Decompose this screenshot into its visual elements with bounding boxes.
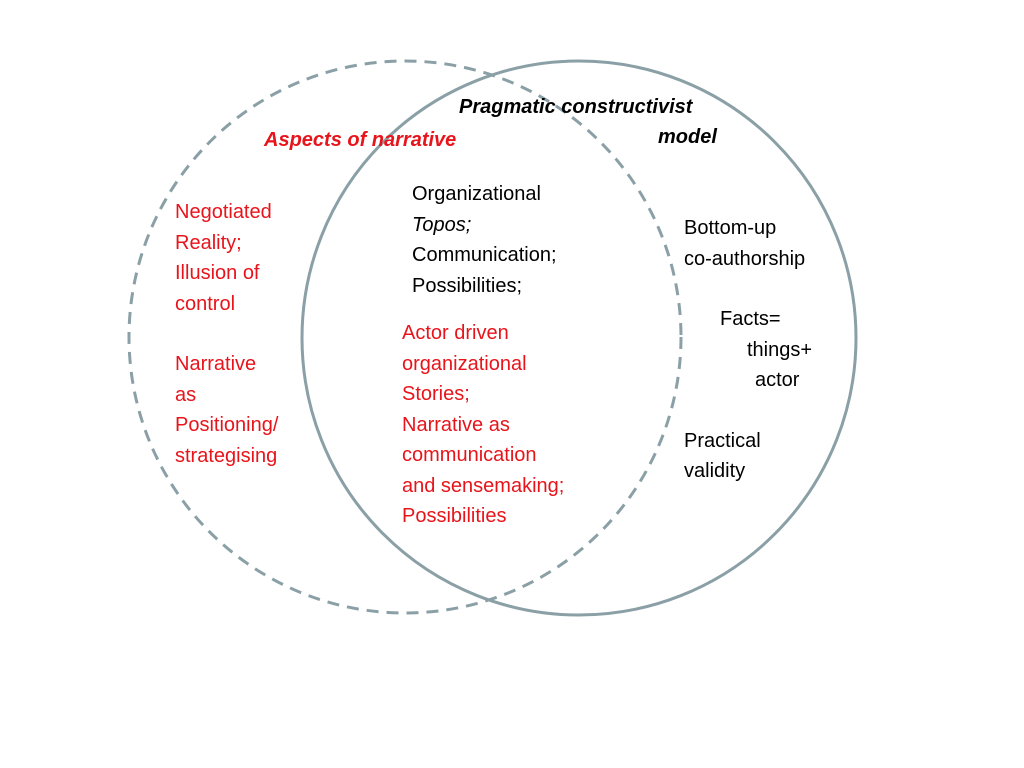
- overlap-top-text: Organizational Topos; Communication; Pos…: [412, 179, 557, 301]
- overlap-top-line: Organizational: [412, 183, 541, 205]
- right-text-line: validity: [684, 460, 746, 482]
- overlap-bottom-line: communication: [402, 444, 537, 466]
- pragmatic-title-line-2: model: [658, 126, 717, 148]
- aspects-of-narrative-circle: [127, 59, 683, 615]
- left-region-text: Negotiated Reality; Illusion of control …: [175, 197, 278, 471]
- pragmatic-constructivist-title: Pragmatic constructivist model: [459, 92, 717, 152]
- overlap-bottom-line: and sensemaking;: [402, 474, 565, 497]
- overlap-bottom-line: Stories;: [402, 383, 470, 405]
- left-text-line: strategising: [175, 444, 278, 467]
- left-text-line: Narrative: [175, 353, 257, 375]
- spacer: [684, 274, 812, 304]
- spacer: [175, 319, 278, 349]
- aspects-of-narrative-title: Aspects of narrative: [264, 129, 457, 151]
- overlap-top-line-italic: Topos;: [412, 213, 472, 236]
- right-text-line: Practical: [684, 429, 761, 452]
- left-text-line: Illusion of: [175, 262, 260, 284]
- left-text-line: Positioning/: [175, 414, 279, 436]
- overlap-top-line: Possibilities;: [412, 274, 523, 297]
- pragmatic-constructivist-circle: [300, 59, 858, 617]
- left-text-line: Reality;: [175, 231, 242, 254]
- right-text-line: co-authorship: [684, 247, 806, 270]
- left-text-line: Negotiated: [175, 201, 272, 223]
- right-text-line: things+: [747, 338, 813, 361]
- right-text-line: actor: [755, 369, 800, 391]
- pragmatic-title-line-1: Pragmatic constructivist: [459, 96, 693, 118]
- left-text-line: control: [175, 292, 236, 315]
- spacer: [684, 396, 812, 426]
- overlap-top-line: Communication;: [412, 244, 557, 266]
- overlap-bottom-text: Actor driven organizational Stories; Nar…: [402, 318, 564, 532]
- overlap-bottom-line: Narrative as: [402, 413, 510, 436]
- overlap-bottom-line: organizational: [402, 352, 527, 375]
- right-text-line: Bottom-up: [684, 217, 777, 239]
- right-region-text: Bottom-up co-authorship Facts= things+ a…: [684, 213, 812, 487]
- overlap-bottom-line: Possibilities: [402, 505, 507, 527]
- right-text-line: Facts=: [720, 308, 781, 330]
- left-text-line: as: [175, 383, 197, 406]
- overlap-bottom-line: Actor driven: [402, 322, 509, 344]
